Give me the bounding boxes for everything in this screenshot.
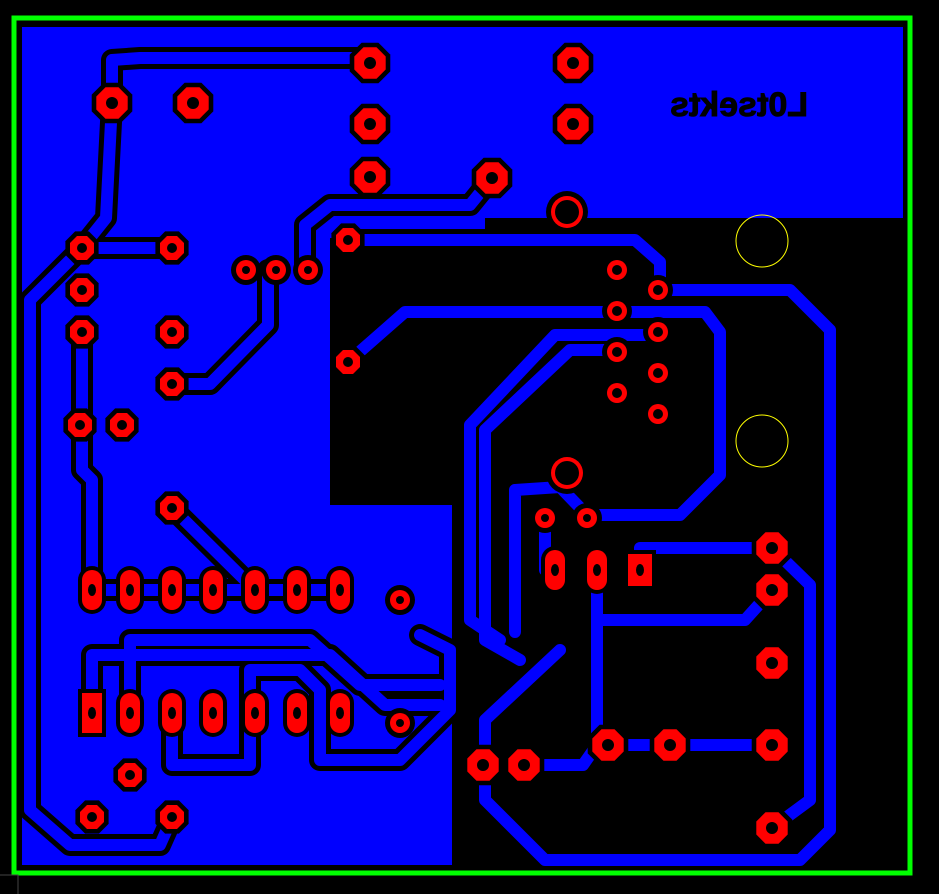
connector-pin bbox=[643, 358, 673, 388]
ic-pin-top bbox=[116, 566, 144, 614]
pad-large bbox=[751, 569, 793, 611]
connector-pin bbox=[602, 255, 632, 285]
ic-pin-bottom bbox=[326, 689, 354, 737]
transistor-pin bbox=[583, 546, 611, 594]
pad-medium bbox=[155, 800, 189, 834]
pad-large bbox=[552, 103, 594, 145]
ic-pin-top bbox=[78, 566, 106, 614]
pad-large bbox=[349, 42, 391, 84]
pad-round bbox=[546, 191, 588, 233]
pad-medium bbox=[65, 273, 99, 307]
pad-large bbox=[552, 42, 594, 84]
pad-large bbox=[462, 744, 504, 786]
mounting-hole-bottom bbox=[735, 414, 789, 468]
ic-pin-top bbox=[283, 566, 311, 614]
connector-pin bbox=[643, 275, 673, 305]
pad-large bbox=[751, 724, 793, 766]
ic-pin-top bbox=[241, 566, 269, 614]
ic-pin-bottom bbox=[199, 689, 227, 737]
mounting-hole-top bbox=[735, 214, 789, 268]
pad-round bbox=[546, 452, 588, 494]
pad-large bbox=[751, 527, 793, 569]
pad-medium bbox=[65, 231, 99, 265]
pad-medium bbox=[155, 231, 189, 265]
pad-large bbox=[349, 103, 391, 145]
board-outline bbox=[11, 15, 913, 876]
pad-medium bbox=[65, 315, 99, 349]
ic-pin-bottom bbox=[283, 689, 311, 737]
pad-medium bbox=[105, 408, 139, 442]
pad-small bbox=[385, 708, 415, 738]
ic-pin-bottom bbox=[158, 689, 186, 737]
ic-pin-bottom bbox=[241, 689, 269, 737]
pad-small bbox=[231, 255, 261, 285]
connector-pin bbox=[602, 337, 632, 367]
ic-pin-top bbox=[199, 566, 227, 614]
pad-large bbox=[503, 744, 545, 786]
ic-pin-top bbox=[326, 566, 354, 614]
transistor-pin-square bbox=[624, 550, 656, 590]
transistor-pin bbox=[541, 546, 569, 594]
connector-pin bbox=[643, 317, 673, 347]
pad-small bbox=[293, 255, 323, 285]
pad-small bbox=[261, 255, 291, 285]
pad-medium bbox=[331, 223, 365, 257]
pad-medium bbox=[75, 800, 109, 834]
pads bbox=[63, 42, 793, 849]
pad-large bbox=[751, 642, 793, 684]
pad-large bbox=[587, 724, 629, 766]
pad-medium bbox=[113, 758, 147, 792]
pad-medium bbox=[331, 345, 365, 379]
pad-medium bbox=[155, 367, 189, 401]
ic-pin-top bbox=[158, 566, 186, 614]
board-label: L0tsekts bbox=[670, 86, 808, 124]
pad-large bbox=[91, 82, 133, 124]
connector-pin bbox=[602, 378, 632, 408]
pad-large bbox=[649, 724, 691, 766]
pad-medium bbox=[155, 491, 189, 525]
pad-large bbox=[751, 807, 793, 849]
pad-large bbox=[349, 156, 391, 198]
pad-medium bbox=[155, 315, 189, 349]
pad-small bbox=[530, 503, 560, 533]
connector-pin bbox=[643, 399, 673, 429]
pad-small bbox=[572, 503, 602, 533]
pad-medium bbox=[63, 408, 97, 442]
origin-marker bbox=[0, 874, 19, 894]
pad-small bbox=[385, 585, 415, 615]
ic-pin-bottom bbox=[116, 689, 144, 737]
connector-pin bbox=[602, 296, 632, 326]
ic-pin-1 bbox=[78, 689, 106, 737]
pad-large bbox=[471, 157, 513, 199]
pad-large bbox=[172, 82, 214, 124]
